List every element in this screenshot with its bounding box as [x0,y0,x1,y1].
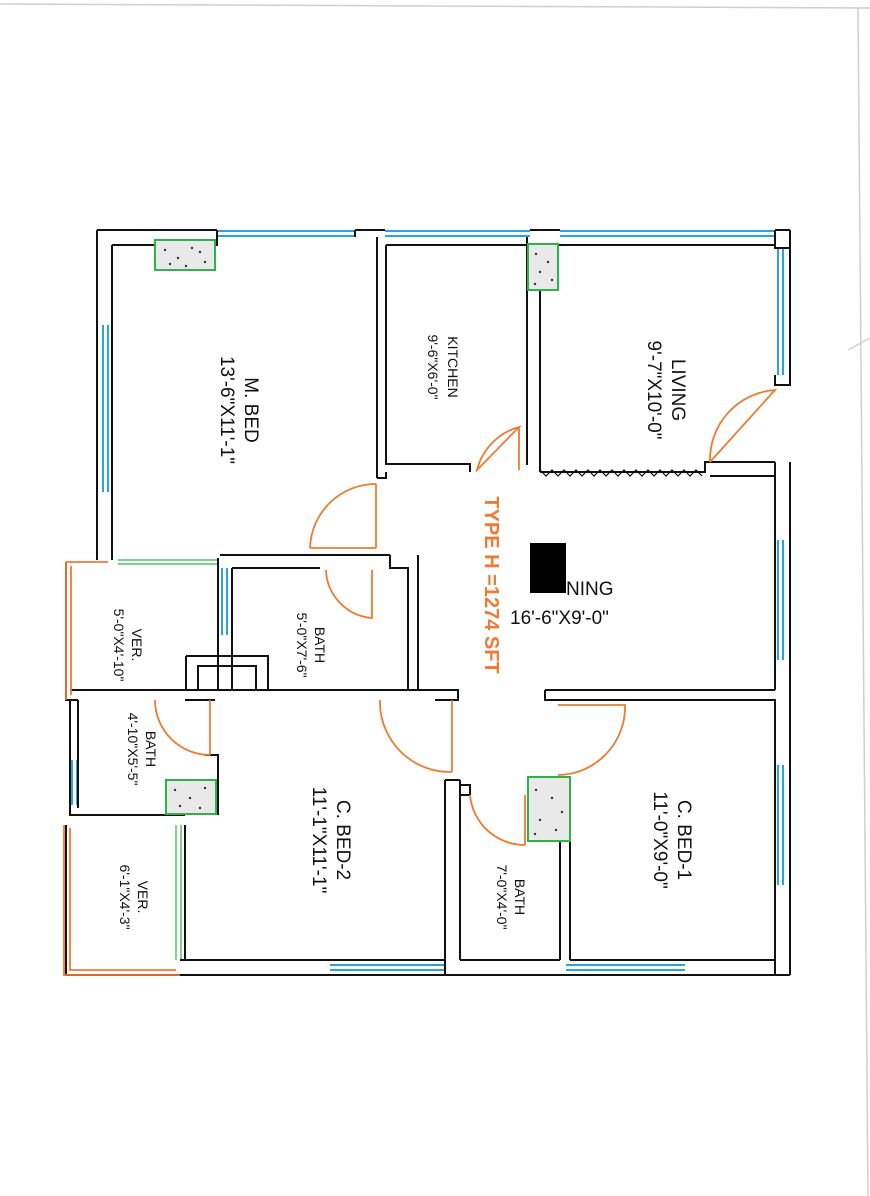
windows [71,230,784,971]
plan-title-group: TYPE H =1274 SFT [480,496,502,673]
bath-1-name: BATH [312,627,328,663]
ver-1-size: 5'-0"X4'-10" [111,609,127,682]
living-size: 9'-7"X10'-0" [643,341,664,440]
bath-2-size: 4'-10"X5'-5" [125,713,141,786]
c-bed-1-name: C. BED-1 [673,800,694,880]
room-ver-2: VER. 6'-1"X4'-3" [117,864,151,929]
m-bed-size: 13'-6"X11'-1" [216,356,237,464]
c-bed-1-size: 11'-0"X9'-0" [649,791,670,889]
doors [63,388,778,976]
glazing-lines [118,559,218,960]
room-m-bed: M. BED 13'-6"X11'-1" [216,356,261,464]
walls [65,229,791,976]
m-bed-name: M. BED [240,377,261,442]
ver-2-size: 6'-1"X4'-3" [117,864,133,929]
room-dining: NING 16'-6"X9'-0" [510,543,614,629]
plan-title: TYPE H =1274 SFT [480,496,502,673]
redaction-box [530,543,566,593]
bath-2-name: BATH [143,731,159,767]
living-name: LIVING [667,359,688,421]
room-ver-1: VER. 5'-0"X4'-10" [111,609,145,682]
duct-shafts [154,239,571,842]
folding-partition [539,469,703,477]
room-bath-3: BATH 7'-0"X4'-0" [494,864,528,929]
ver-2-name: VER. [135,881,151,914]
page-edges [0,3,870,1196]
room-kitchen: KITCHEN 9'-6"X6'-0" [425,334,461,399]
c-bed-2-name: C. BED-2 [332,800,353,880]
dining-name: NING [566,579,614,600]
room-c-bed-2: C. BED-2 11'-1"X11'-1" [308,787,353,894]
bath-3-name: BATH [512,879,528,915]
bath-3-size: 7'-0"X4'-0" [494,864,510,929]
c-bed-2-size: 11'-1"X11'-1" [308,787,329,894]
room-living: LIVING 9'-7"X10'-0" [643,341,688,440]
kitchen-name: KITCHEN [445,336,461,397]
ver-1-name: VER. [129,629,145,662]
room-bath-2: BATH 4'-10"X5'-5" [125,713,159,786]
kitchen-size: 9'-6"X6'-0" [425,334,441,399]
room-c-bed-1: C. BED-1 11'-0"X9'-0" [649,791,694,889]
bath-1-size: 5'-0"X7'-6" [294,612,310,677]
dining-size: 16'-6"X9'-0" [510,608,609,629]
room-bath-1: BATH 5'-0"X7'-6" [294,612,328,677]
